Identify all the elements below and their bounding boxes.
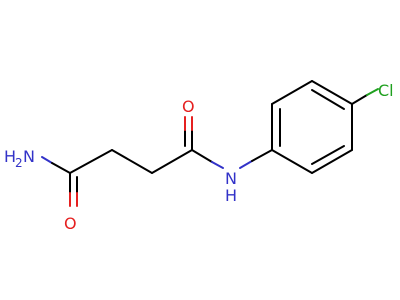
bond-n-c1-n [41,156,53,164]
ring-inner-3 [311,145,345,165]
ring-bond-3 [311,80,353,105]
amine-h-label: H [4,147,16,166]
bond-ring-cl [351,94,368,105]
bond-n-c1 [51,162,71,174]
amine-n-label: N [23,147,35,166]
ring-inner-2 [311,89,345,110]
oxygen-right-label: O [182,97,195,116]
bond-c1-c2 [69,149,113,174]
bond-c2-c3 [111,149,153,174]
chlorine-label: Cl [378,81,394,100]
amide-h-label: H [225,186,237,205]
amide-n-label: N [225,169,237,188]
ring-bond-6 [271,149,313,174]
amine-subscript-label: 2 [15,156,23,170]
bond-n-ring [251,149,273,162]
bond-ring-cl-green [366,88,379,96]
bond-c3-c4 [151,149,193,174]
ring-bond-5 [311,149,353,174]
bond-c4-n [191,149,213,163]
bonds [41,80,379,207]
bond-n-ring-blue [239,160,253,169]
bond-c4-n-blue [211,161,224,169]
ring-bond-2 [271,80,313,105]
oxygen-left-label: O [64,214,77,233]
